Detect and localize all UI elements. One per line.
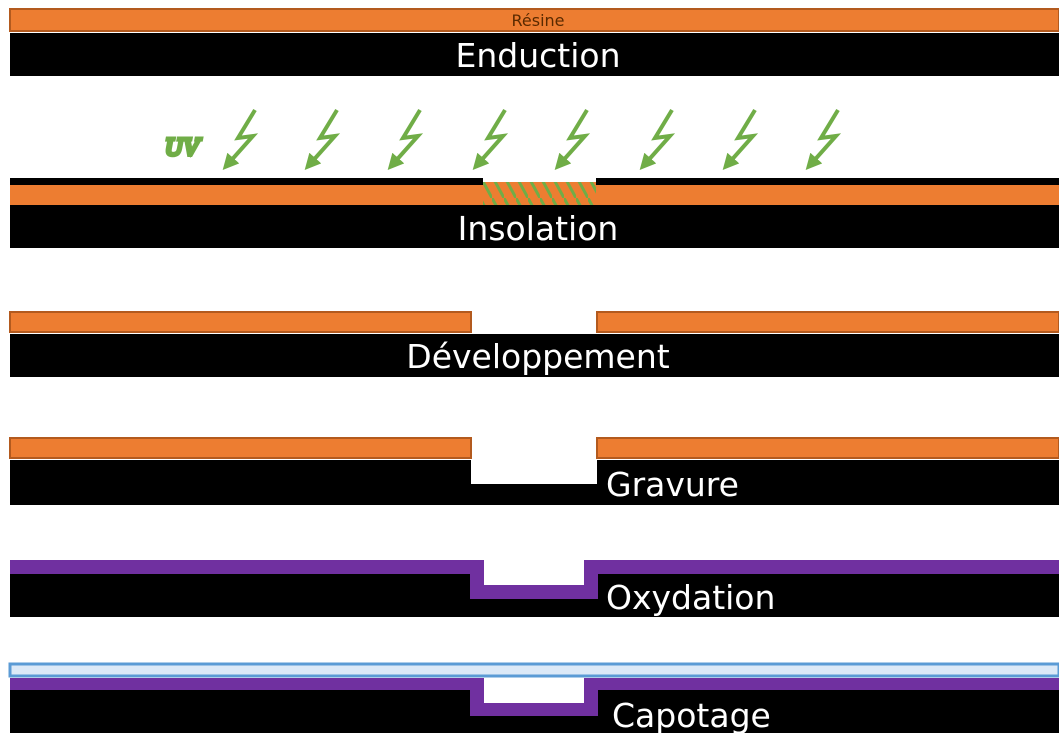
lightning-arrow-icon [805, 108, 842, 170]
lightning-arrow-icon [472, 108, 509, 170]
resin-layer [9, 8, 1059, 32]
resin-right [596, 311, 1059, 333]
capot-layer [8, 662, 1059, 678]
substrate [10, 574, 1059, 617]
lightning-arrow-icon [554, 108, 591, 170]
mask-left [10, 178, 483, 185]
step-label-gravure: Gravure [606, 465, 739, 504]
step-label-developpement: Développement [406, 337, 669, 376]
uv-label: UV [165, 136, 202, 161]
uv-arrows: UV [163, 108, 842, 170]
lightning-arrow-icon [222, 108, 259, 170]
substrate [10, 33, 1059, 76]
oxide-layer [10, 560, 1059, 599]
step-capotage: Capotage [8, 662, 1059, 733]
step-enduction: Résine Enduction [9, 8, 1059, 76]
oxide-layer [10, 678, 1059, 716]
mask-right [596, 178, 1059, 185]
etched-substrate [10, 460, 1059, 505]
lightning-arrow-icon [387, 108, 424, 170]
resin-left [9, 311, 472, 333]
step-label-capotage: Capotage [612, 696, 771, 733]
step-insolation: Insolation [10, 178, 1059, 248]
lightning-arrow-icon [639, 108, 676, 170]
step-label-insolation: Insolation [458, 209, 619, 248]
lightning-arrow-icon [722, 108, 759, 170]
resin-right [596, 437, 1059, 459]
step-developpement: Développement [9, 311, 1059, 377]
lightning-arrow-icon [304, 108, 341, 170]
substrate [10, 690, 1059, 733]
exposed-resin [483, 182, 596, 205]
resin-left [9, 437, 472, 459]
resine-label: Résine [511, 11, 564, 30]
step-oxydation: Oxydation [10, 560, 1059, 617]
substrate [10, 205, 1059, 248]
step-label-enduction: Enduction [456, 36, 621, 75]
step-gravure: Gravure [9, 437, 1059, 505]
step-label-oxydation: Oxydation [606, 578, 775, 617]
substrate [10, 334, 1059, 377]
